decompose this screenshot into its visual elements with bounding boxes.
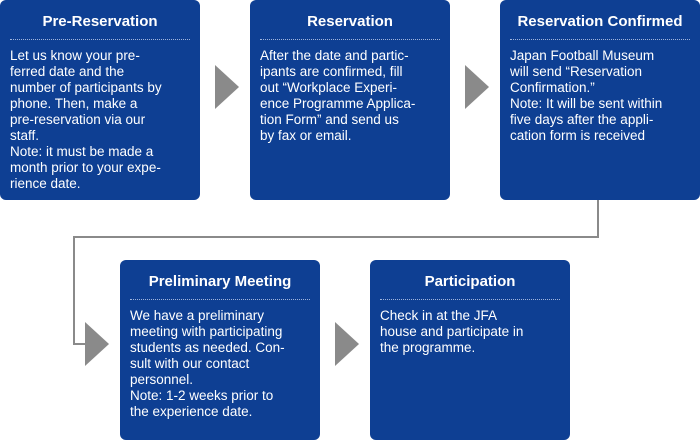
step-title: Pre-Reservation <box>10 12 190 40</box>
connector-line <box>73 343 87 345</box>
step-title: Preliminary Meeting <box>130 272 310 300</box>
connector-line <box>73 236 75 344</box>
step-title: Reservation Confirmed <box>510 12 690 40</box>
step-description: After the date and partic- ipants are co… <box>260 48 416 143</box>
flow-arrow-right-icon <box>335 322 359 366</box>
connector-line <box>597 200 599 238</box>
step-title: Participation <box>380 272 560 300</box>
flow-arrow-right-icon <box>465 65 489 109</box>
step-title: Reservation <box>260 12 440 40</box>
step-participation: Participation Check in at the JFA house … <box>370 260 570 440</box>
step-description: We have a preliminary meeting with parti… <box>130 308 285 419</box>
step-description: Japan Football Museum will send “Reserva… <box>510 48 663 143</box>
step-reservation-confirmed: Reservation Confirmed Japan Football Mus… <box>500 0 700 200</box>
connector-line <box>73 236 599 238</box>
flow-arrow-right-icon <box>85 322 109 366</box>
flow-arrow-right-icon <box>215 65 239 109</box>
step-preliminary-meeting: Preliminary Meeting We have a preliminar… <box>120 260 320 440</box>
step-description: Check in at the JFA house and participat… <box>380 308 524 355</box>
step-description: Let us know your pre- ferred date and th… <box>10 48 162 191</box>
step-pre-reservation: Pre-Reservation Let us know your pre- fe… <box>0 0 200 200</box>
step-reservation: Reservation After the date and partic- i… <box>250 0 450 200</box>
